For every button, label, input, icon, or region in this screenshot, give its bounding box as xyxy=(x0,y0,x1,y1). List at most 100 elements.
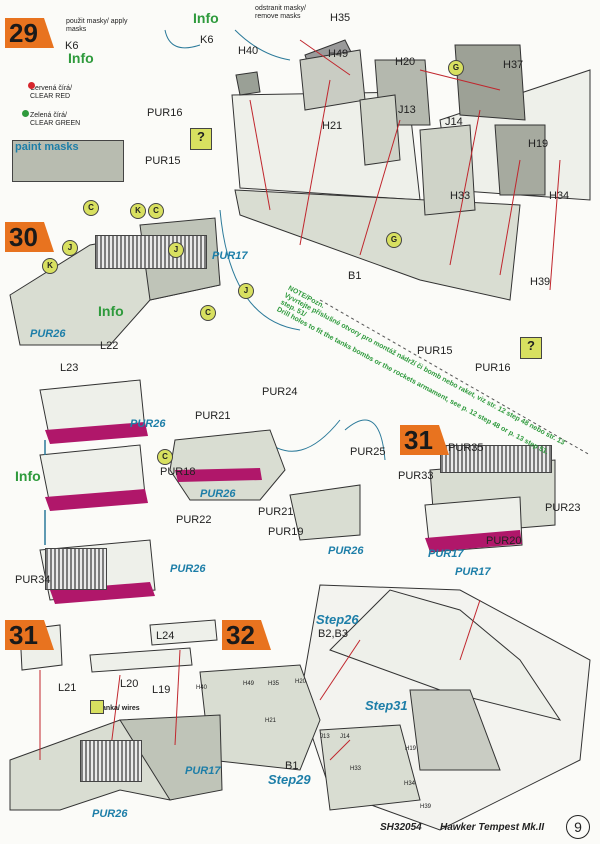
cockpit-floor-shape xyxy=(234,189,521,301)
glue-marker-icon: G xyxy=(448,60,464,76)
ammo-belt-grille xyxy=(45,548,107,590)
info-question-icon: ? xyxy=(190,128,212,150)
small-part-label: J14 xyxy=(340,734,350,740)
pur-label: PUR17 xyxy=(212,250,248,262)
small-part-label: H35 xyxy=(268,681,280,687)
pur-label: PUR17 xyxy=(428,548,464,560)
part-label: B2,B3 xyxy=(318,628,348,640)
part-label: PUR18 xyxy=(160,466,196,478)
glue-marker-icon: C xyxy=(148,203,164,219)
part-label: PUR16 xyxy=(475,362,511,374)
pur-label: PUR26 xyxy=(170,563,206,575)
glue-marker-icon: K xyxy=(130,203,146,219)
part-label: PUR20 xyxy=(486,535,522,547)
part-label: PUR25 xyxy=(350,446,386,458)
ammo-belt-grille xyxy=(440,445,552,473)
info-label: Info xyxy=(98,303,124,319)
wire-info-icon xyxy=(90,700,104,714)
part-h40-shape xyxy=(235,71,261,96)
pur-label: PUR17 xyxy=(185,765,221,777)
pur-label: PUR26 xyxy=(92,808,128,820)
info-label: Info xyxy=(193,10,219,26)
step-31-bottom-badge: 31 xyxy=(5,620,54,650)
step-31-badge: 31 xyxy=(400,425,449,455)
small-part-label: H19 xyxy=(405,746,417,752)
part-label: L22 xyxy=(100,340,119,352)
part-label: PUR15 xyxy=(145,155,181,167)
part-label: PUR33 xyxy=(398,470,434,482)
small-part-label: H39 xyxy=(420,804,432,810)
part-label: PUR22 xyxy=(176,514,212,526)
footer-title: Hawker Tempest Mk.II xyxy=(440,822,545,833)
small-part-label: H33 xyxy=(350,766,362,772)
apply-masks-note: použit masky/ apply masks xyxy=(66,18,128,33)
small-part-label: H49 xyxy=(243,681,255,687)
part-label: PUR21 xyxy=(195,410,231,422)
part-label: B1 xyxy=(285,760,299,772)
small-part-label: H21 xyxy=(265,718,277,724)
part-label: H40 xyxy=(238,45,259,57)
ammo-belt-grille xyxy=(80,740,142,782)
remove-masks-note: odstranit masky/ remove masks xyxy=(255,5,306,20)
glue-marker-icon: G xyxy=(386,232,402,248)
small-part-label: J13 xyxy=(320,734,330,740)
part-label: PUR35 xyxy=(448,442,484,454)
part-label: H34 xyxy=(549,190,570,202)
pur-label: PUR26 xyxy=(328,545,364,557)
part-j13-shape xyxy=(359,94,401,166)
part-label: H21 xyxy=(322,120,343,132)
info-question-icon: ? xyxy=(520,337,542,359)
part-label: PUR19 xyxy=(268,526,304,538)
glue-marker-icon: C xyxy=(83,200,99,216)
part-label: J13 xyxy=(398,104,416,116)
ammo-belt-grille xyxy=(95,235,207,269)
clear-red-note: Červená čírá/ CLEAR RED xyxy=(30,85,73,100)
page-number: 9 xyxy=(566,815,590,839)
info-label: Info xyxy=(15,468,41,484)
part-h37-shape xyxy=(454,44,526,121)
wires-note: lanka/ wires xyxy=(100,705,140,712)
glue-marker-icon: J xyxy=(238,283,254,299)
step-29-badge: 29 xyxy=(5,18,54,48)
part-label: PUR24 xyxy=(262,386,298,398)
clear-green-note: Zelená čírá/ CLEAR GREEN xyxy=(30,112,81,127)
pur-label: PUR26 xyxy=(130,418,166,430)
glue-marker-icon: J xyxy=(62,240,78,256)
part-label: H39 xyxy=(530,276,551,288)
step-30-badge: 30 xyxy=(5,222,54,252)
part-label: K6 xyxy=(200,34,214,46)
part-label: L19 xyxy=(152,684,171,696)
step-ref: Step31 xyxy=(365,698,408,713)
part-label: L21 xyxy=(58,682,77,694)
red-lens-icon xyxy=(28,82,35,89)
part-label: PUR34 xyxy=(15,574,51,586)
paint-masks-label: paint masks xyxy=(15,141,79,153)
part-label: L24 xyxy=(156,630,175,642)
glue-marker-icon: J xyxy=(168,242,184,258)
part-label: J14 xyxy=(445,116,463,128)
part-j14-shape xyxy=(419,124,476,216)
glue-marker-icon: K xyxy=(42,258,58,274)
green-lens-icon xyxy=(22,110,29,117)
step-32-badge: 32 xyxy=(222,620,271,650)
small-part-label: H20 xyxy=(295,679,307,685)
part-label: PUR21 xyxy=(258,506,294,518)
pur-label: PUR17 xyxy=(455,566,491,578)
part-label: K6 xyxy=(65,40,79,52)
small-part-label: H40 xyxy=(196,685,208,691)
pur-label: PUR26 xyxy=(30,328,66,340)
part-label: H33 xyxy=(450,190,471,202)
instrument-panel-mask-image: paint masks xyxy=(12,140,124,182)
part-label: H20 xyxy=(395,56,416,68)
part-label: H35 xyxy=(330,12,351,24)
part-label: PUR16 xyxy=(147,107,183,119)
glue-marker-icon: C xyxy=(157,449,173,465)
pur-label: PUR26 xyxy=(200,488,236,500)
small-part-label: H34 xyxy=(404,781,416,787)
glue-marker-icon: C xyxy=(200,305,216,321)
part-label: H19 xyxy=(528,138,549,150)
part-label: PUR23 xyxy=(545,502,581,514)
part-label: H37 xyxy=(503,59,524,71)
part-label: PUR15 xyxy=(417,345,453,357)
